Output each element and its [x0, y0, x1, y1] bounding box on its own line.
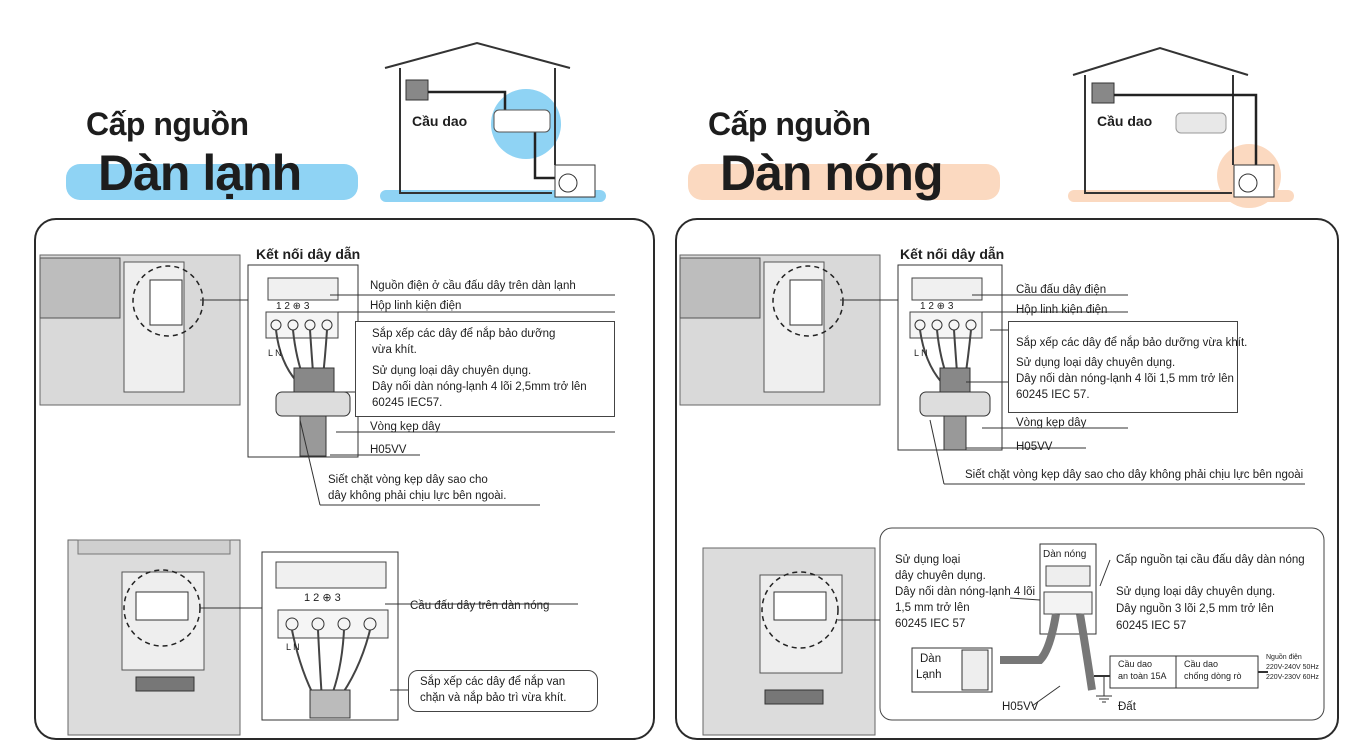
right-power-1: Nguồn điện: [1266, 654, 1302, 661]
left-outdoor-ln: L N: [286, 642, 300, 652]
right-indoor-label-4b: Dây nối dàn nóng-lạnh 4 lõi 1,5 mm trở l…: [1016, 373, 1234, 385]
right-outdoor-label-b2: Sử dụng loại dây chuyên dụng.: [1116, 586, 1276, 598]
right-indoor-label-7: Siết chặt vòng kẹp dây sao cho dây không…: [965, 469, 1304, 481]
left-indoor-label-7a: Siết chặt vòng kẹp dây sao cho: [328, 474, 488, 486]
right-indoor-label-1: Cầu đấu dây điện: [1016, 284, 1107, 296]
right-indoor-ln: L N: [914, 348, 928, 358]
right-dan-label: Dàn: [920, 653, 942, 665]
right-outdoor-label-a2: dây chuyên dụng.: [895, 570, 986, 582]
left-title-main: Dàn lạnh: [98, 145, 302, 201]
right-heading: Kết nối dây dẫn: [900, 246, 1005, 262]
left-indoor-note-box: [355, 321, 615, 417]
right-lanh-label: Lạnh: [916, 669, 942, 681]
right-outdoor-unit-label: Dàn nóng: [1043, 549, 1087, 560]
right-indoor-label-4a: Sử dụng loại dây chuyên dụng.: [1016, 357, 1176, 369]
left-indoor-label-5: Vòng kẹp dây: [370, 421, 441, 433]
left-indoor-label-4b: Dây nối dàn nóng-lạnh 4 lõi 2,5mm trở lê…: [372, 381, 587, 393]
right-title-main: Dàn nóng: [720, 145, 944, 201]
right-outdoor-label-a3: Dây nối dàn nóng-lạnh 4 lõi: [895, 586, 1036, 598]
left-indoor-label-6: H05VV: [370, 444, 407, 456]
right-outdoor-label-b1: Cấp nguồn tại cầu đấu dây dàn nóng: [1116, 554, 1305, 566]
left-house-label: Cầu dao: [412, 113, 468, 129]
right-outdoor-label-a5: 60245 IEC 57: [895, 618, 966, 630]
right-indoor-label-4c: 60245 IEC 57.: [1016, 389, 1090, 401]
right-house-label: Cầu dao: [1097, 113, 1153, 129]
right-indoor-label-2: Hộp linh kiện điện: [1016, 304, 1108, 316]
right-breaker1-b: an toàn 15A: [1118, 671, 1167, 681]
right-h05vv-label: H05VV: [1002, 701, 1039, 713]
right-outdoor-label-b3: Dây nguồn 3 lõi 2,5 mm trở lên: [1116, 603, 1274, 615]
left-outdoor-label-2a: Sắp xếp các dây để nắp van: [420, 676, 566, 688]
left-indoor-label-4c: 60245 IEC57.: [372, 397, 443, 409]
left-outdoor-note-box: [408, 670, 598, 712]
right-power-3: 220V-230V 60Hz: [1266, 674, 1319, 681]
right-breaker1-a: Cầu dao: [1118, 659, 1153, 669]
left-indoor-label-4a: Sử dụng loại dây chuyên dụng.: [372, 365, 532, 377]
left-indoor-label-2: Hộp linh kiện điện: [370, 300, 462, 312]
right-indoor-note-box: [1008, 321, 1238, 413]
left-indoor-label-1: Nguồn điện ở cầu đấu dây trên dàn lạnh: [370, 280, 576, 292]
right-outdoor-label-a4: 1,5 mm trở lên: [895, 602, 970, 614]
right-power-2: 220V-240V 50Hz: [1266, 664, 1319, 671]
right-breaker2-a: Cầu dao: [1184, 659, 1219, 669]
right-outdoor-label-a1: Sử dụng loại: [895, 554, 961, 566]
right-ground-label: Đất: [1118, 701, 1136, 713]
left-heading: Kết nối dây dẫn: [256, 246, 361, 262]
left-indoor-label-3b: vừa khít.: [372, 344, 417, 356]
left-outdoor-terminal-numbers: 1 2 ⊕ 3: [304, 592, 341, 604]
left-outdoor-label-2b: chặn và nắp bảo trì vừa khít.: [420, 692, 567, 704]
right-breaker2-b: chống dòng rò: [1184, 671, 1242, 681]
left-indoor-label-7b: dây không phải chịu lực bên ngoài.: [328, 490, 507, 502]
left-terminal-numbers: 1 2 ⊕ 3: [276, 301, 310, 312]
left-title-band: [66, 164, 358, 200]
left-title-top: Cấp nguồn: [86, 106, 249, 142]
right-indoor-label-3: Sắp xếp các dây để nắp bảo dưỡng vừa khí…: [1016, 337, 1248, 349]
right-indoor-label-6: H05VV: [1016, 441, 1053, 453]
left-indoor-label-3a: Sắp xếp các dây để nắp bảo dưỡng: [372, 328, 556, 340]
right-title-band: [688, 164, 1000, 200]
right-outdoor-label-b4: 60245 IEC 57: [1116, 620, 1187, 632]
right-indoor-label-5: Vòng kẹp dây: [1016, 417, 1087, 429]
left-indoor-ln: L N: [268, 348, 282, 358]
right-title-top: Cấp nguồn: [708, 106, 871, 142]
right-terminal-numbers: 1 2 ⊕ 3: [920, 301, 954, 312]
left-outdoor-label-1: Cầu đấu dây trên dàn nóng: [410, 600, 550, 612]
